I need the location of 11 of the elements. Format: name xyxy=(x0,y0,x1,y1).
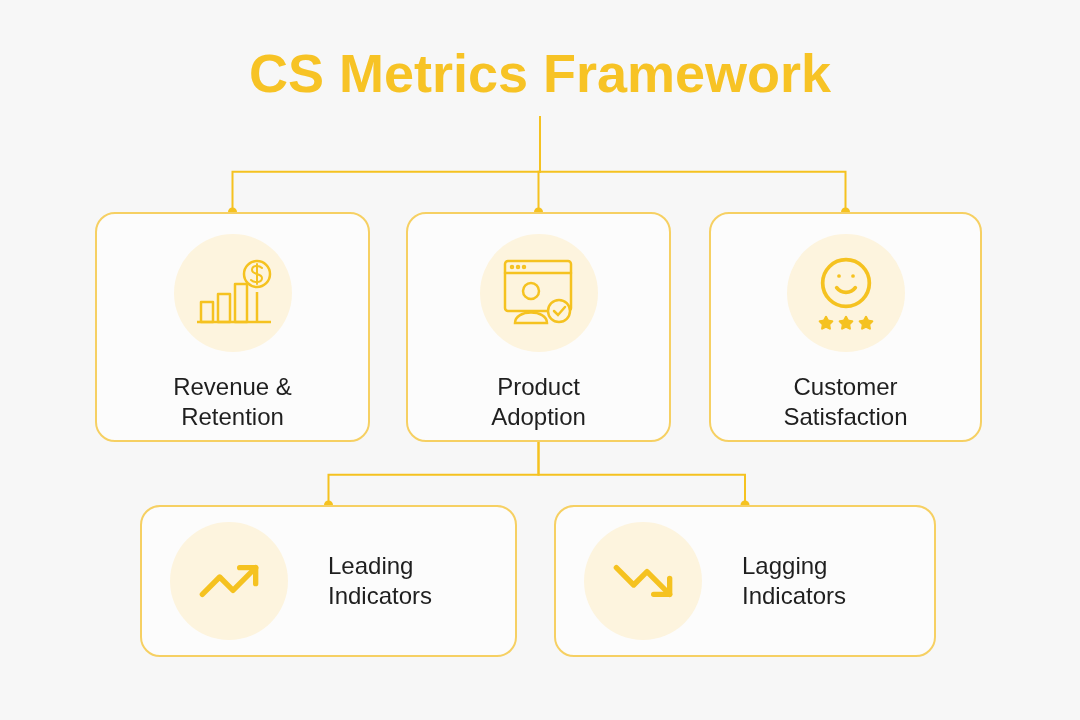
card-label: Revenue & Retention xyxy=(172,372,293,432)
category-card xyxy=(554,505,936,657)
category-card xyxy=(709,212,982,442)
card-label: Product Adoption xyxy=(490,372,587,432)
category-card xyxy=(140,505,517,657)
card-label: Leading Indicators xyxy=(328,551,434,611)
category-card xyxy=(95,212,370,442)
card-label: Customer Satisfaction xyxy=(782,372,909,432)
card-label: Lagging Indicators xyxy=(742,551,848,611)
category-card xyxy=(406,212,671,442)
heading-text: CS Metrics Framework xyxy=(248,46,832,100)
